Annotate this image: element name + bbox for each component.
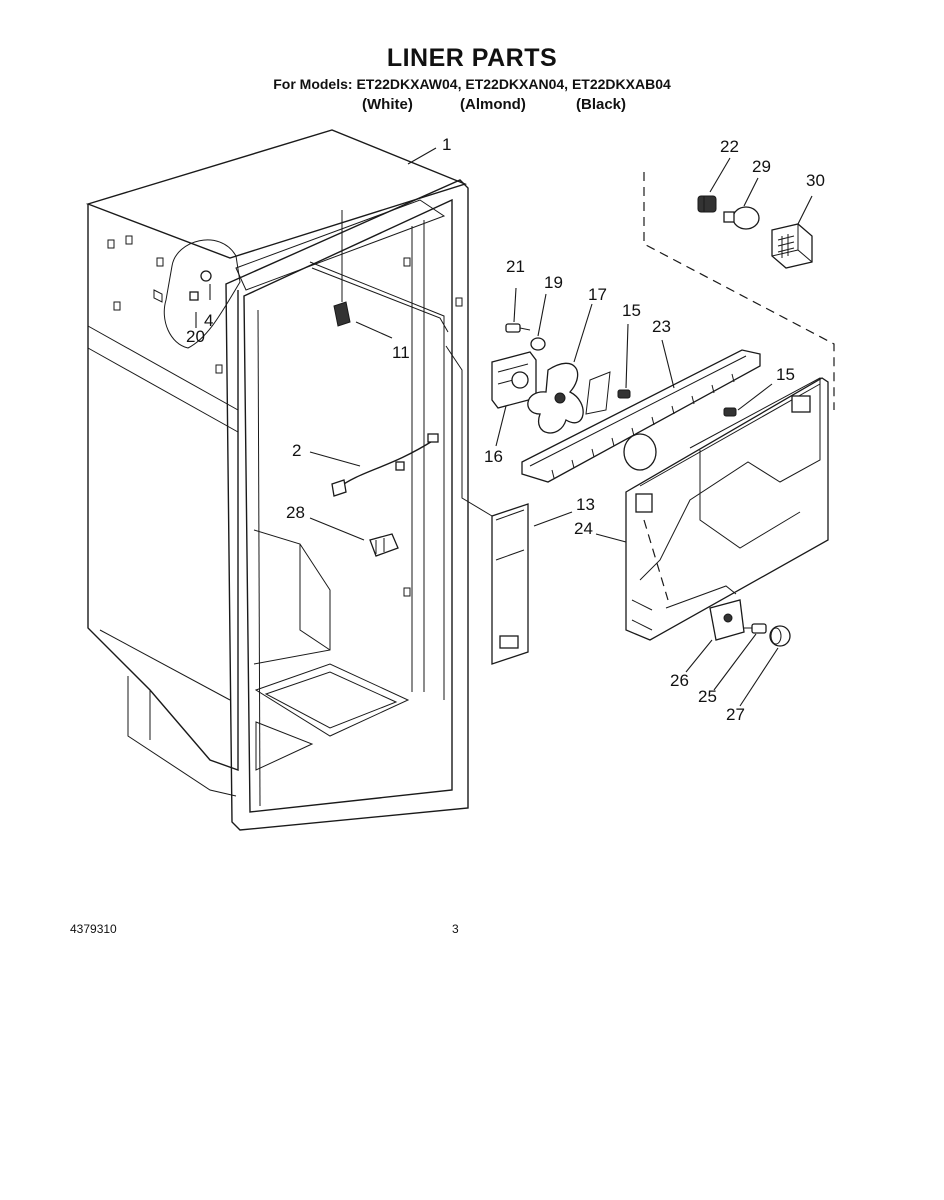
callout-17: 17 bbox=[588, 285, 607, 304]
callout-11: 11 bbox=[392, 343, 410, 362]
callout-27: 27 bbox=[726, 705, 745, 724]
light-switch-11 bbox=[333, 210, 351, 327]
leader-lines bbox=[195, 147, 813, 707]
page-number: 3 bbox=[452, 922, 459, 936]
callout-numbers: 1 4 20 11 2 28 13 24 21 19 17 15 23 15 1… bbox=[186, 135, 825, 724]
page-title: LINER PARTS bbox=[386, 44, 558, 72]
screw-21 bbox=[505, 323, 531, 333]
callout-25: 25 bbox=[698, 687, 717, 706]
air-duct-23 bbox=[521, 349, 761, 483]
grommet-19 bbox=[530, 337, 546, 351]
callout-15a: 15 bbox=[622, 301, 641, 320]
fan-assembly bbox=[491, 323, 737, 434]
callout-13: 13 bbox=[576, 495, 595, 514]
light-shield-30 bbox=[771, 223, 813, 269]
models-line: For Models: ET22DKXAW04, ET22DKXAN04, ET… bbox=[273, 76, 671, 92]
callout-24: 24 bbox=[574, 519, 593, 538]
light-socket-22 bbox=[697, 195, 717, 213]
color-white: (White) bbox=[362, 96, 413, 113]
callout-23: 23 bbox=[652, 317, 671, 336]
light-assembly bbox=[643, 172, 835, 410]
callout-26: 26 bbox=[670, 671, 689, 690]
wire-harness-2 bbox=[331, 433, 439, 497]
screw-25 bbox=[744, 623, 767, 634]
callout-16: 16 bbox=[484, 447, 503, 466]
callout-29: 29 bbox=[752, 157, 771, 176]
callout-30: 30 bbox=[806, 171, 825, 190]
callout-4: 4 bbox=[204, 311, 213, 330]
plate-26 bbox=[709, 599, 745, 641]
evaporator-cover-24 bbox=[625, 377, 829, 641]
callout-28: 28 bbox=[286, 503, 305, 522]
evaporator-duct-13 bbox=[491, 503, 529, 665]
callout-19: 19 bbox=[544, 273, 563, 292]
callout-22: 22 bbox=[720, 137, 739, 156]
screw-15b bbox=[723, 407, 737, 417]
callout-2: 2 bbox=[292, 441, 301, 460]
callout-1: 1 bbox=[442, 135, 451, 154]
cap-27 bbox=[769, 625, 791, 647]
color-almond: (Almond) bbox=[460, 96, 526, 113]
callout-15b: 15 bbox=[776, 365, 795, 384]
color-black: (Black) bbox=[576, 96, 627, 113]
thermostat-28 bbox=[369, 533, 399, 557]
cabinet-liner bbox=[85, 129, 469, 831]
document-number: 4379310 bbox=[70, 922, 117, 936]
callout-21: 21 bbox=[506, 257, 525, 276]
callout-20: 20 bbox=[186, 327, 205, 346]
light-bulb-29 bbox=[723, 206, 760, 230]
screw-15a bbox=[617, 389, 631, 399]
